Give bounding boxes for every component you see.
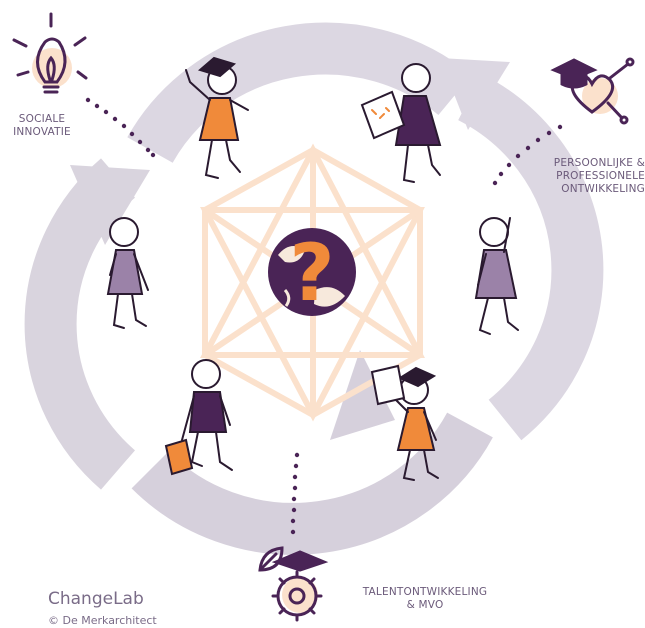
label-sociale-innovatie: SOCIALE INNOVATIE xyxy=(12,113,72,139)
label-personal-line2: PROFESSIONELE xyxy=(556,170,645,182)
lightbulb-icon xyxy=(12,12,88,94)
center-question-mark: ? xyxy=(289,229,334,319)
figure-with-briefcase xyxy=(164,359,233,476)
figure-lilac-left xyxy=(106,217,149,329)
graduation-heart-icon xyxy=(550,57,635,125)
figure-lilac-right xyxy=(474,217,519,335)
label-personal-line1: PERSOONLIJKE & xyxy=(553,157,645,169)
label-talent-line2: & MVO xyxy=(406,599,444,611)
leaf-cap-gear-icon xyxy=(258,546,329,622)
copyright-credit: © De Merkarchitect xyxy=(48,614,157,627)
label-persoonlijke-ontwikkeling: PERSOONLIJKE & PROFESSIONELE ONTWIKKELIN… xyxy=(540,157,645,196)
figure-with-document-top xyxy=(360,63,442,183)
globe-question-icon: ? xyxy=(268,228,356,319)
label-social-line2: INNOVATIE xyxy=(13,126,71,138)
figure-graduate-with-paper xyxy=(370,364,439,481)
cycle-arrow-ring xyxy=(24,22,604,555)
label-talent-line1: TALENTONTWIKKELING xyxy=(362,586,488,598)
brand-name: ChangeLab xyxy=(48,589,144,609)
label-personal-line3: ONTWIKKELING xyxy=(561,183,645,195)
figure-graduate-waving xyxy=(185,56,249,179)
label-social-line1: SOCIALE xyxy=(18,113,66,125)
label-talentontwikkeling: TALENTONTWIKKELING & MVO xyxy=(340,586,510,612)
dotted-connectors xyxy=(85,97,563,535)
